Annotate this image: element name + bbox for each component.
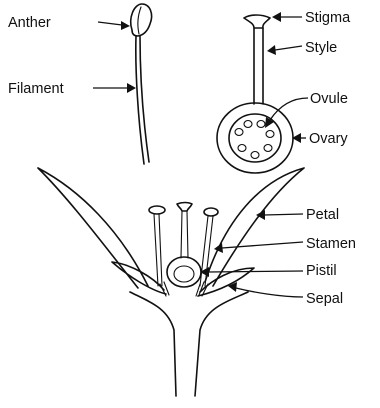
label-anther: Anther bbox=[8, 15, 51, 31]
label-sepal: Sepal bbox=[306, 291, 343, 307]
anther-groove bbox=[138, 7, 141, 34]
inner-stigma bbox=[177, 203, 192, 212]
base-fringe bbox=[160, 282, 208, 296]
ovule-dot bbox=[251, 152, 259, 159]
arrow-filament bbox=[127, 83, 136, 93]
anther-shape bbox=[131, 4, 152, 36]
label-style: Style bbox=[305, 40, 337, 56]
ovule-dot bbox=[264, 145, 272, 152]
stalk bbox=[130, 292, 248, 396]
label-petal: Petal bbox=[306, 207, 339, 223]
left-petal bbox=[38, 168, 148, 288]
inner-pistil bbox=[167, 203, 201, 288]
ovule-dot bbox=[257, 121, 265, 128]
inner-anther bbox=[204, 208, 218, 216]
filament-shape bbox=[136, 36, 149, 164]
ovules-group bbox=[235, 121, 274, 159]
label-filament: Filament bbox=[8, 81, 64, 97]
label-stamen: Stamen bbox=[306, 236, 356, 252]
ovule-dot bbox=[244, 121, 252, 128]
label-stigma: Stigma bbox=[305, 10, 351, 26]
arrow-style bbox=[267, 45, 276, 55]
ovule-dot bbox=[266, 131, 274, 138]
label-ovule: Ovule bbox=[310, 91, 348, 107]
stamen-drawing bbox=[131, 4, 152, 164]
label-ovary: Ovary bbox=[309, 131, 348, 147]
ovule-dot bbox=[235, 129, 243, 136]
arrow-stamen bbox=[214, 243, 223, 253]
leader-lines bbox=[93, 12, 308, 297]
inner-style bbox=[181, 211, 188, 258]
inner-filament bbox=[154, 214, 162, 286]
inner-anther bbox=[149, 206, 165, 214]
ovule-dot bbox=[238, 145, 246, 152]
arrow-anther bbox=[121, 21, 130, 30]
style-shape bbox=[254, 28, 263, 104]
inner-ovary-core bbox=[174, 266, 194, 282]
arrow-stigma bbox=[272, 12, 281, 22]
labels: Anther Filament Stigma Style Ovule Ovary… bbox=[8, 10, 356, 307]
flower-drawing bbox=[38, 168, 304, 396]
pistil-drawing bbox=[217, 15, 293, 173]
stigma-shape bbox=[244, 15, 270, 28]
label-pistil: Pistil bbox=[306, 263, 337, 279]
ovary-inner bbox=[229, 114, 281, 162]
